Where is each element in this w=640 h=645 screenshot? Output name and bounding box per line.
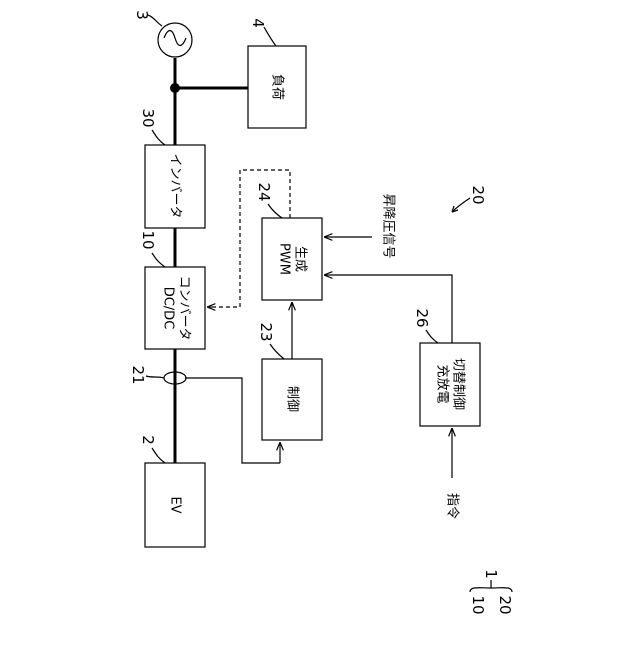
legend-item-20: 20 bbox=[496, 595, 514, 614]
junction-dot bbox=[170, 83, 180, 93]
ref-system: 20 bbox=[452, 185, 487, 212]
ref-sensor-number: 21 bbox=[129, 365, 147, 384]
command-label: 指令 bbox=[445, 493, 460, 519]
dcdc-label-line1: DC/DC bbox=[161, 287, 176, 330]
switch-label-line1: 充放電 bbox=[435, 364, 451, 403]
boost-buck-signal-label: 昇降圧信号 bbox=[381, 193, 396, 258]
ref-dcdc: 10 bbox=[139, 230, 165, 267]
pwm-label-line2: 生成 bbox=[293, 246, 308, 272]
ref-control: 23 bbox=[257, 322, 284, 359]
inverter-block: インバータ bbox=[145, 145, 205, 228]
ref-inverter-number: 30 bbox=[139, 108, 157, 127]
inverter-label: インバータ bbox=[168, 153, 183, 218]
switch-label-line2: 切替制御 bbox=[451, 358, 466, 410]
ref-load: 4 bbox=[249, 18, 276, 46]
ref-inverter: 30 bbox=[139, 108, 165, 145]
control-block: 制御 bbox=[262, 359, 322, 440]
ref-switch-number: 26 bbox=[413, 308, 431, 327]
dcdc-label-line2: コンバータ bbox=[177, 275, 192, 340]
ref-grid: 3 bbox=[133, 10, 162, 26]
legend: 10 20 1 bbox=[469, 569, 514, 614]
ref-sensor: 21 bbox=[129, 365, 164, 384]
load-label: 負荷 bbox=[270, 74, 285, 100]
ref-pwm-number: 24 bbox=[255, 182, 273, 201]
dcdc-converter-block: DC/DC コンバータ bbox=[145, 267, 205, 349]
ref-switch: 26 bbox=[413, 308, 438, 343]
ref-ev: 2 bbox=[139, 435, 165, 463]
switch-to-pwm-line bbox=[330, 275, 452, 343]
ev-label: EV bbox=[168, 496, 183, 513]
ev-block: EV bbox=[145, 463, 205, 547]
load-block: 負荷 bbox=[248, 46, 306, 128]
ref-ev-number: 2 bbox=[139, 435, 157, 445]
legend-total: 1 bbox=[482, 569, 500, 579]
pwm-label-line1: PWM bbox=[277, 243, 292, 275]
control-label: 制御 bbox=[285, 386, 300, 412]
charge-discharge-switch-block: 充放電 切替制御 bbox=[420, 343, 480, 426]
ref-load-number: 4 bbox=[249, 18, 267, 28]
grid-source-icon bbox=[158, 23, 192, 57]
ref-pwm: 24 bbox=[255, 182, 282, 218]
pwm-generation-block: PWM 生成 bbox=[262, 218, 322, 300]
ref-dcdc-number: 10 bbox=[139, 230, 157, 249]
legend-brace bbox=[470, 580, 512, 592]
ref-system-number: 20 bbox=[469, 185, 487, 204]
ref-control-number: 23 bbox=[257, 322, 275, 341]
legend-item-10: 10 bbox=[469, 595, 487, 614]
